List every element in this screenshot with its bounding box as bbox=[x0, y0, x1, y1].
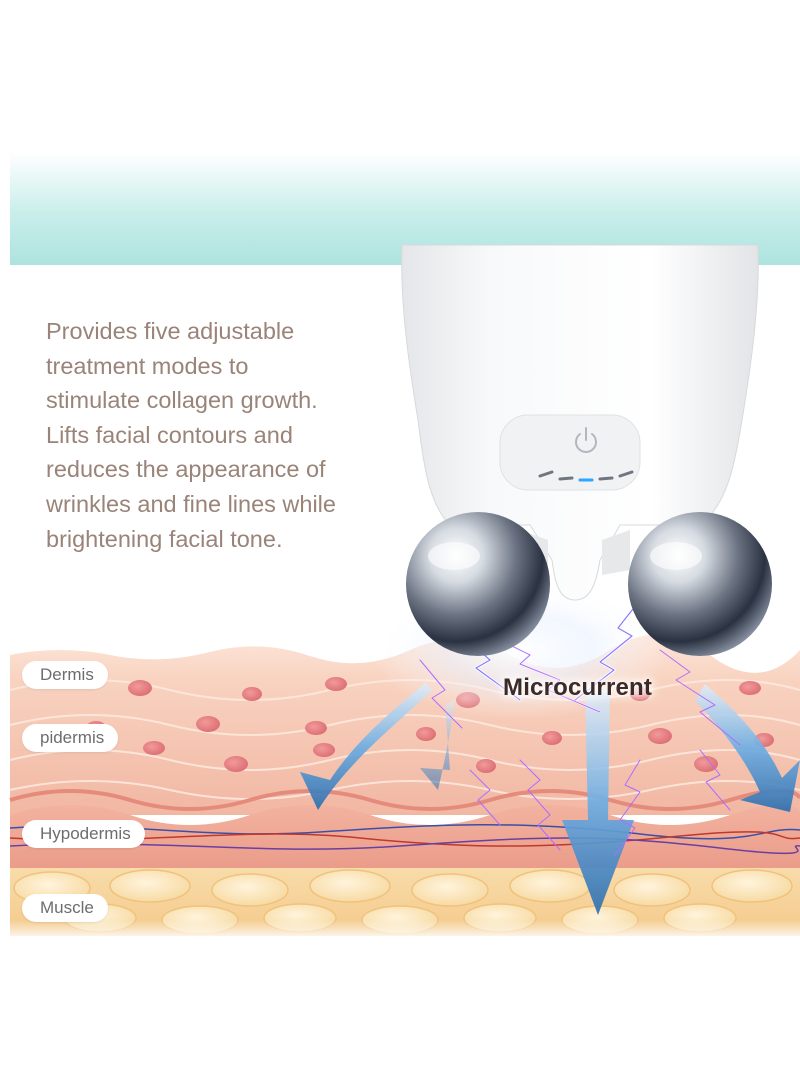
microcurrent-label: Microcurrent bbox=[503, 674, 653, 701]
control-panel bbox=[499, 414, 641, 491]
description-line: stimulate collagen growth. bbox=[46, 387, 318, 414]
hypodermis-label: Hypodermis bbox=[22, 820, 145, 848]
description-line: brightening facial tone. bbox=[46, 525, 283, 552]
arrow-down-icon bbox=[562, 690, 634, 915]
description-line: wrinkles and fine lines while bbox=[46, 490, 336, 517]
right-roller-ball bbox=[628, 512, 772, 656]
blood-vessels bbox=[9, 824, 800, 855]
power-icon bbox=[575, 427, 597, 453]
arrow-down-icon bbox=[300, 683, 432, 810]
muscle-label: Muscle bbox=[22, 894, 108, 922]
epidermis-label: pidermis bbox=[22, 724, 119, 752]
product-description: Provides five adjustable treatment modes… bbox=[46, 314, 386, 556]
description-line: reduces the appearance of bbox=[46, 456, 326, 483]
description-line: Provides five adjustable bbox=[46, 318, 295, 344]
description-line: treatment modes to bbox=[46, 352, 249, 379]
arrow-down-icon bbox=[420, 700, 455, 790]
dermis-label: Dermis bbox=[22, 661, 108, 689]
microcurrent-arrows bbox=[300, 683, 800, 915]
mode-indicator-lights bbox=[538, 470, 634, 482]
arrow-down-icon bbox=[695, 684, 800, 812]
description-line: Lifts facial contours and bbox=[46, 421, 293, 448]
left-roller-ball bbox=[406, 512, 550, 656]
microcurrent-device bbox=[401, 244, 772, 656]
